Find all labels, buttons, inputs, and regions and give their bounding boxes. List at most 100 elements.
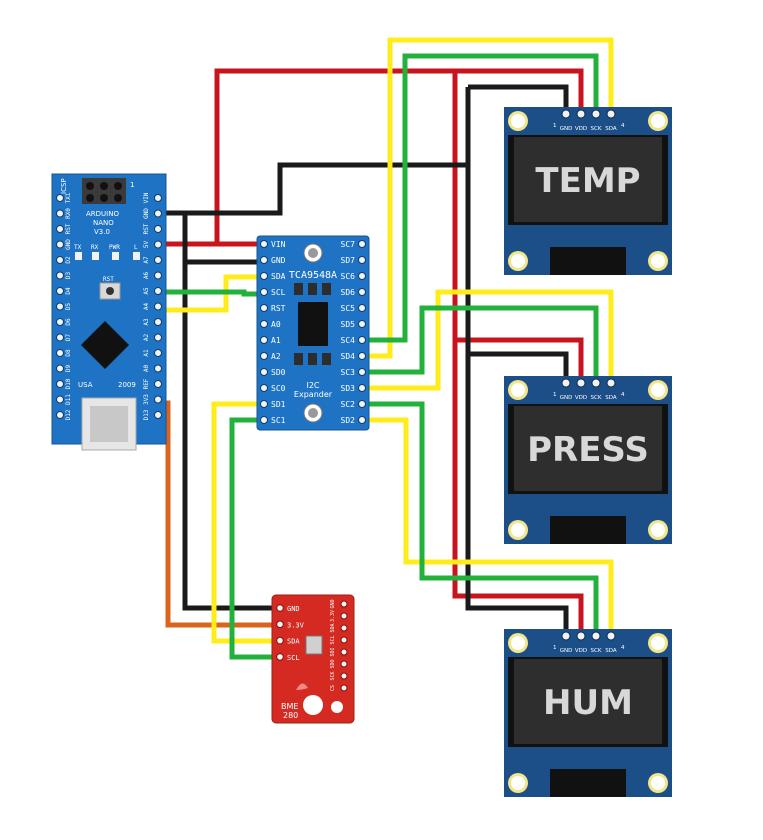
expander-pin-sd6[interactable]: [358, 288, 366, 296]
expander-chip-label: TCA9548A: [289, 270, 337, 281]
oled-pin1-marker: 1: [553, 123, 557, 129]
arduino-pin-label: D9: [65, 365, 72, 373]
expander-pin-sc0[interactable]: [260, 384, 268, 392]
expander-pin-sd4[interactable]: [358, 352, 366, 360]
expander-pin-sd0[interactable]: [260, 368, 268, 376]
arduino-pin-label: TX1: [65, 192, 72, 203]
expander-pin-sd5[interactable]: [358, 320, 366, 328]
arduino-pin-d13[interactable]: [154, 411, 162, 419]
arduino-pin-3v3[interactable]: [154, 395, 162, 404]
expander-pin-rst[interactable]: [260, 304, 268, 312]
sensor-pin-scl[interactable]: [276, 653, 284, 661]
oled-pin-vdd[interactable]: [576, 109, 586, 119]
arduino-pin-a3[interactable]: [154, 318, 162, 326]
arduino-pin-label: GND: [65, 239, 72, 250]
year-label: 2009: [118, 381, 136, 389]
arduino-pin-d11[interactable]: [56, 395, 64, 404]
sensor-pin-label: SDA: [287, 638, 300, 646]
oled-pin-sck[interactable]: [591, 109, 601, 119]
expander-pin-sd1[interactable]: [260, 400, 268, 408]
expander-pin-sc1[interactable]: [260, 416, 268, 424]
expander-pin-label: SD0: [271, 368, 286, 377]
wire-gnd-black-sensor: [182, 262, 283, 611]
expander-pin-label: VIN: [271, 240, 286, 249]
expander-pin-sc6[interactable]: [358, 272, 366, 280]
arduino-pin-label: A0: [143, 365, 150, 373]
sensor-pin-3.3v[interactable]: [276, 620, 284, 629]
arduino-pin-d9[interactable]: [56, 364, 64, 373]
expander-pin-sd2[interactable]: [358, 416, 366, 424]
arduino-pin-a4[interactable]: [154, 302, 162, 311]
oled-pin-sda[interactable]: [606, 631, 616, 641]
oled-pin-gnd[interactable]: [561, 631, 571, 641]
arduino-pin-rx0[interactable]: [56, 209, 64, 218]
arduino-pin-a5[interactable]: [154, 287, 162, 295]
oled-pin-label: SCK: [591, 648, 602, 654]
sensor-side-pin-3.3v[interactable]: [340, 612, 348, 620]
wire-sd4-yellow-temp: [366, 37, 614, 359]
arduino-pin-d4[interactable]: [56, 287, 64, 295]
arduino-pin-tx1[interactable]: [56, 194, 64, 202]
arduino-pin-d10[interactable]: [56, 380, 64, 388]
arduino-pin-d8[interactable]: [56, 349, 64, 357]
arduino-pin-label: A2: [143, 334, 150, 342]
oled-pin-vdd[interactable]: [576, 631, 586, 641]
sensor-side-pin-label: SCK: [330, 671, 336, 680]
arduino-pin-d7[interactable]: [56, 333, 64, 342]
expander-pin-sda[interactable]: [260, 272, 268, 280]
sensor-pin-gnd[interactable]: [276, 604, 284, 612]
arduino-pin-gnd[interactable]: [56, 240, 64, 249]
expander-pin-sd3[interactable]: [358, 384, 366, 392]
sensor-pin-sda[interactable]: [276, 636, 284, 645]
arduino-pin-a2[interactable]: [154, 333, 162, 342]
arduino-pin-ref[interactable]: [154, 380, 162, 388]
arduino-pin-label: D12: [65, 409, 72, 420]
expander-pin-sc2[interactable]: [358, 400, 366, 408]
expander-pin-gnd[interactable]: [260, 256, 268, 264]
arduino-pin-a6[interactable]: [154, 271, 162, 280]
oled-pin-gnd[interactable]: [561, 109, 571, 119]
arduino-pin-d6[interactable]: [56, 318, 64, 326]
sensor-side-pin-sdo[interactable]: [340, 660, 348, 668]
arduino-pin-a0[interactable]: [154, 364, 162, 373]
expander-pin-vin[interactable]: [260, 240, 268, 248]
arduino-pin-a7[interactable]: [154, 256, 162, 264]
oled-pin4-marker: 4: [621, 645, 625, 651]
sensor-side-pin-sda[interactable]: [340, 624, 348, 632]
expander-pin-sc5[interactable]: [358, 304, 366, 312]
arduino-pin-a1[interactable]: [154, 349, 162, 357]
sensor-side-pin-scl[interactable]: [340, 636, 348, 644]
arduino-pin-d12[interactable]: [56, 411, 64, 419]
arduino-pin-d5[interactable]: [56, 302, 64, 311]
wire-sc4-green-temp: [366, 53, 599, 343]
oled-pin-sck[interactable]: [591, 378, 601, 388]
oled-pin1-marker: 1: [553, 645, 557, 651]
oled-pin-sda[interactable]: [606, 378, 616, 388]
expander-pin-label: SD6: [341, 288, 356, 297]
expander-pin-sd7[interactable]: [358, 256, 366, 264]
oled-pin-sck[interactable]: [591, 631, 601, 641]
expander-pin-a0[interactable]: [260, 320, 268, 328]
expander-pin-sc4[interactable]: [358, 336, 366, 344]
expander-pin-sc7[interactable]: [358, 240, 366, 248]
arduino-pin-rst[interactable]: [56, 225, 64, 233]
expander-pin-a1[interactable]: [260, 336, 268, 344]
arduino-pin-vin[interactable]: [154, 194, 162, 202]
arduino-pin-gnd[interactable]: [154, 209, 162, 218]
arduino-pin-d2[interactable]: [56, 256, 64, 264]
sensor-side-pin-gnd[interactable]: [340, 600, 348, 608]
arduino-pin-5v[interactable]: [154, 240, 162, 249]
sensor-side-pin-sdi[interactable]: [340, 648, 348, 656]
expander-pin-a2[interactable]: [260, 352, 268, 360]
expander-pin-sc3[interactable]: [358, 368, 366, 376]
oled-pin-sda[interactable]: [606, 109, 616, 119]
oled-pin-vdd[interactable]: [576, 378, 586, 388]
sensor-side-pin-cs[interactable]: [340, 684, 348, 692]
oled-pin-gnd[interactable]: [561, 378, 571, 388]
arduino-pin-d3[interactable]: [56, 271, 64, 280]
icsp-pin1-label: 1: [130, 181, 134, 189]
expander-pin-scl[interactable]: [260, 288, 268, 296]
arduino-pin-rst[interactable]: [154, 225, 162, 233]
sensor-side-pin-sck[interactable]: [340, 672, 348, 680]
